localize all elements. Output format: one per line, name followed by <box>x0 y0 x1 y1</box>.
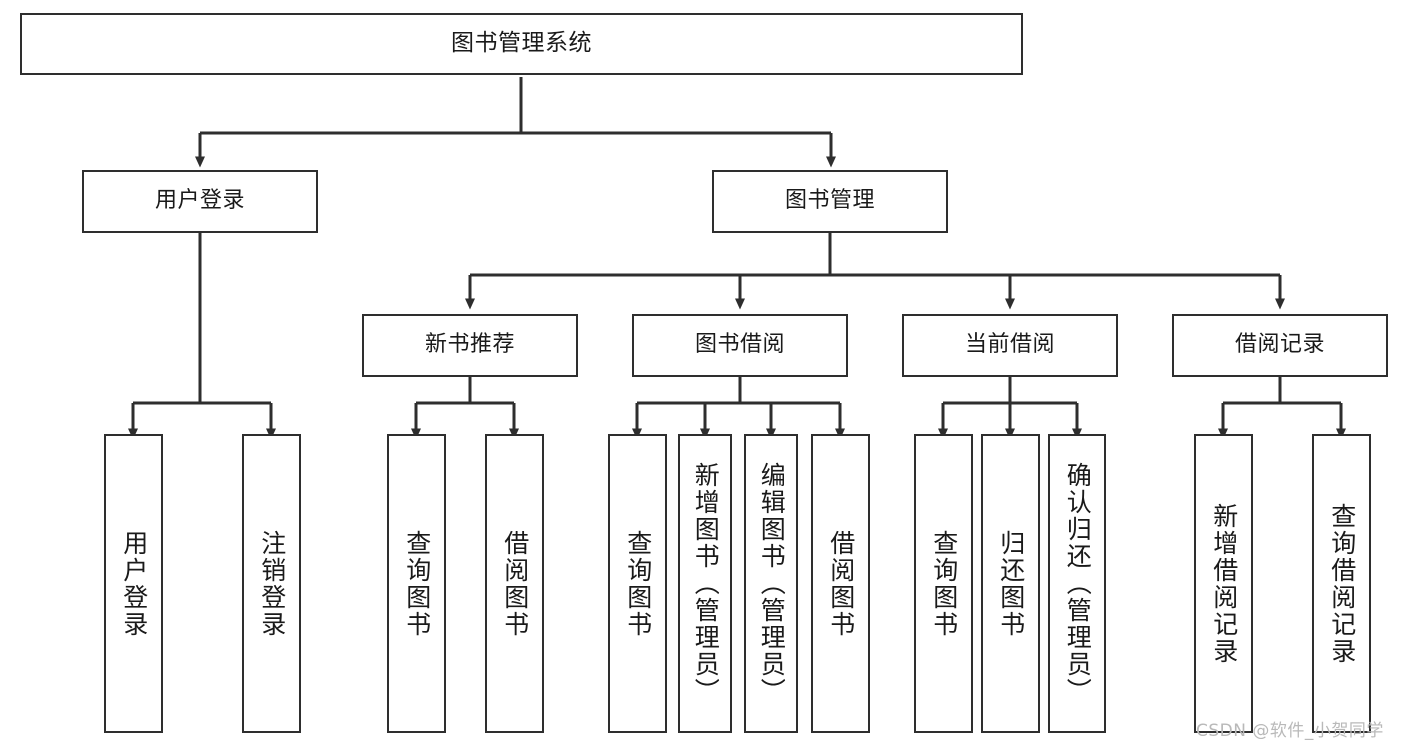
node-borrow-record[interactable]: 借阅记录 <box>1172 314 1388 377</box>
node-label: 查询图书 <box>402 529 432 638</box>
node-label: 用户登录 <box>119 529 149 638</box>
node-new-book-recommend[interactable]: 新书推荐 <box>362 314 578 377</box>
leaf-borrow-edit-book-admin[interactable]: 编辑图书（管理员） <box>744 434 798 733</box>
leaf-newbook-borrow-book[interactable]: 借阅图书 <box>485 434 544 733</box>
node-label: 借阅图书 <box>500 529 530 638</box>
node-label: 查询借阅记录 <box>1327 502 1357 665</box>
node-label: 借阅记录 <box>1234 332 1325 358</box>
leaf-logout-login[interactable]: 注销登录 <box>242 434 301 733</box>
csdn-watermark: CSDN @软件_小贺同学 <box>1196 721 1384 741</box>
leaf-record-add-record[interactable]: 新增借阅记录 <box>1194 434 1253 733</box>
node-label: 新增图书（管理员） <box>691 462 721 705</box>
leaf-current-query-book[interactable]: 查询图书 <box>914 434 973 733</box>
leaf-borrow-query-book[interactable]: 查询图书 <box>608 434 667 733</box>
leaf-borrow-borrow-book[interactable]: 借阅图书 <box>811 434 870 733</box>
leaf-current-return-book[interactable]: 归还图书 <box>981 434 1040 733</box>
node-label: 当前借阅 <box>964 332 1055 358</box>
node-user-login[interactable]: 用户登录 <box>82 170 318 233</box>
node-label: 图书借阅 <box>694 332 785 358</box>
node-label: 借阅图书 <box>826 529 856 638</box>
node-label: 归还图书 <box>996 529 1026 638</box>
leaf-user-login[interactable]: 用户登录 <box>104 434 163 733</box>
node-label: 编辑图书（管理员） <box>757 462 787 705</box>
node-label: 注销登录 <box>257 529 287 638</box>
leaf-borrow-add-book-admin[interactable]: 新增图书（管理员） <box>678 434 732 733</box>
node-label: 确认归还（管理员） <box>1063 462 1093 705</box>
leaf-record-query-record[interactable]: 查询借阅记录 <box>1312 434 1371 733</box>
node-label: 新书推荐 <box>424 332 515 358</box>
node-label: 用户登录 <box>154 188 245 214</box>
leaf-current-confirm-return-admin[interactable]: 确认归还（管理员） <box>1048 434 1106 733</box>
leaf-newbook-query-book[interactable]: 查询图书 <box>387 434 446 733</box>
node-label: 查询图书 <box>623 529 653 638</box>
node-root-system[interactable]: 图书管理系统 <box>20 13 1023 75</box>
node-label: 图书管理系统 <box>451 30 592 57</box>
node-book-management[interactable]: 图书管理 <box>712 170 948 233</box>
node-current-borrow[interactable]: 当前借阅 <box>902 314 1118 377</box>
node-label: 查询图书 <box>929 529 959 638</box>
node-label: 新增借阅记录 <box>1209 502 1239 665</box>
node-book-borrow[interactable]: 图书借阅 <box>632 314 848 377</box>
node-label: 图书管理 <box>784 188 875 214</box>
